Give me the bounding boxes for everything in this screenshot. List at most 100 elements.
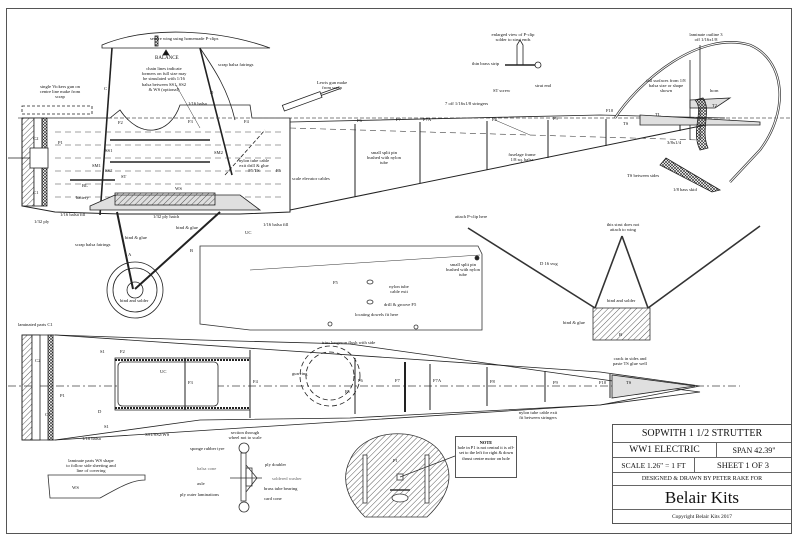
hatch-split-pin-label: small split pin bushed with nylon tube xyxy=(446,262,480,278)
top-f9-label: F9 xyxy=(553,380,558,385)
c1-label: C1 xyxy=(33,190,39,195)
scale: SCALE 1.26" = 1 FT xyxy=(613,458,695,472)
cone-label: balsa cone xyxy=(197,466,217,471)
balance-label: BALANCE xyxy=(155,56,179,61)
longeron-label: trim longeron flush with side xyxy=(322,340,376,345)
top-f4-label: F4 xyxy=(253,379,258,384)
title-row-3: SCALE 1.26" = 1 FT SHEET 1 OF 3 xyxy=(613,458,791,473)
attach-pclip-label: attach P-clip here xyxy=(455,214,488,219)
bearing-label: brass tube bearing xyxy=(264,486,298,491)
designer: DESIGNED & DRAWN BY PETER RAKE FOR xyxy=(613,473,791,486)
strut-b-label: B xyxy=(190,248,194,253)
former-p1-label: P1 xyxy=(393,458,398,463)
fuselage-frame-label: fuselage frame 1/8 sq. balsa xyxy=(508,152,536,163)
elevator-cables-label: scale elevator cables xyxy=(292,176,330,181)
ss2-label: SS2 xyxy=(105,168,113,173)
top-f7-label: F7 xyxy=(395,378,400,383)
battery-label: battery xyxy=(76,195,89,200)
t2-label: T2 xyxy=(712,103,718,108)
top-c2-label: C2 xyxy=(35,358,41,363)
top-ts-label: TS xyxy=(626,380,632,385)
split-pin-label: small split pin bushed with nylon tube xyxy=(367,150,401,166)
uc-label: UC xyxy=(245,230,252,235)
strut-bind-glue-label: bind & glue xyxy=(563,320,585,325)
hatch-dowels-label: locating dowels fit here xyxy=(355,312,399,317)
lewis-gun-note: Lewis gun make from scrap xyxy=(316,80,348,91)
top-nylon-label: nylon tube cable exit fit between string… xyxy=(518,410,558,421)
crack-label: crack in sides and paste TS glue well xyxy=(613,356,647,367)
p1-note-title: NOTE xyxy=(479,440,493,445)
f10-label: F10 xyxy=(606,108,614,113)
wing-note: secure wing using homemade P-clips xyxy=(150,36,219,41)
fairings-label: scrap balsa fairings xyxy=(218,62,254,67)
nylon-tube-label: nylon tube cable exit drill & glue F5/TS xyxy=(238,158,270,174)
laminated-c1-label: laminated parts C1 xyxy=(18,322,53,327)
top-f8-label: F8 xyxy=(490,379,495,384)
ply-hatch-label: 1/32 ply hatch xyxy=(153,214,180,219)
tyre-label: sponge rubber tyre xyxy=(190,446,225,451)
top-f10-label: F10 xyxy=(599,380,607,385)
model-name: SOPWITH 1 1/2 STRUTTER xyxy=(613,425,791,443)
tl-label: TL xyxy=(655,112,661,117)
p1-note-box: NOTE hole in P1 is not central it is off… xyxy=(455,436,517,478)
top-p1-label: P1 xyxy=(60,393,65,398)
rudder-outline xyxy=(613,41,781,183)
ply-doubler-label: ply doubler xyxy=(265,462,287,467)
ply-outer-label: ply outer laminations xyxy=(180,492,220,497)
side-view xyxy=(8,31,790,319)
title-block: SOPWITH 1 1/2 STRUTTER WW1 ELECTRIC SPAN… xyxy=(612,424,792,524)
pclip-view-note: enlarged view of P-clip solder to strut … xyxy=(491,32,535,43)
strut-not-attach-label: this strut does not attach to wing xyxy=(606,222,640,233)
brand: Belair Kits xyxy=(613,486,791,510)
ws-part xyxy=(47,474,146,499)
f6-label: F6 xyxy=(357,118,362,123)
vickers-note: single Vickers gun on centre line make f… xyxy=(39,84,81,100)
top-s1-label: S1 xyxy=(100,349,105,354)
span: SPAN 42.39" xyxy=(732,445,776,455)
gun-ring-label: gun ring xyxy=(292,371,308,376)
leader-lines xyxy=(175,84,531,271)
top-balsa-label: 1/16 balsa xyxy=(82,436,101,441)
top-d-label: D xyxy=(98,409,102,414)
balsa-116-label: 1/16 balsa xyxy=(188,101,207,106)
bass-skid-label: 1/8 bass skid xyxy=(673,187,697,192)
bind-glue-label: bind & glue xyxy=(176,225,198,230)
washer-label: soldered washer xyxy=(272,476,302,481)
bind-solder-label: bind and solder xyxy=(120,298,149,303)
st-screw-label: ST screw xyxy=(493,88,511,93)
wheel-title: section through wheel not to scale xyxy=(228,430,262,441)
top-f7a-label: F7A xyxy=(433,378,442,383)
balsa-fill-label: 1/16 balsa fill xyxy=(60,212,86,217)
strut-block-label: B xyxy=(619,332,623,337)
wing-section xyxy=(101,31,271,49)
top-f6-label: F6 xyxy=(358,378,363,383)
scrap-fairings-label: scrap balsa fairings xyxy=(75,242,111,247)
balsa-fill-label-2: 1/16 balsa fill xyxy=(263,222,289,227)
top-uc-label: UC xyxy=(160,369,167,374)
size-label: 3/8x1/4 xyxy=(667,140,682,145)
st-label: ST xyxy=(121,174,127,179)
p1-note-text: hole in P1 is not central it is off-set … xyxy=(457,445,515,461)
bind-glue-label-2: bind & glue xyxy=(125,235,147,240)
f2-label: F2 xyxy=(118,120,123,125)
sm2-label: SM2 xyxy=(214,150,223,155)
ply-132-label: 1/32 ply xyxy=(34,219,50,224)
hatch-drill-label: drill & groove F5 xyxy=(384,302,417,307)
strut-c-label: C xyxy=(104,86,108,91)
f7a-label: F7A xyxy=(423,117,432,122)
brass-strip-label: thin brass strip xyxy=(472,61,500,66)
f9-label: F9 xyxy=(553,116,558,121)
category: WW1 ELECTRIC xyxy=(613,443,717,457)
c2-label: C2 xyxy=(33,136,39,141)
chain-note: chain lines indicate formers on full siz… xyxy=(141,66,187,92)
ts-between-label: TS between sides xyxy=(627,173,660,178)
hatch-f5-label: F5 xyxy=(333,280,338,285)
card-cone-label: card cone xyxy=(264,496,282,501)
strut-a-label: A xyxy=(128,252,132,257)
former-p1 xyxy=(345,433,456,518)
top-view xyxy=(8,334,740,441)
copyright: Copyright Belair Kits 2017 xyxy=(671,513,733,520)
horn-label: horn xyxy=(710,88,719,93)
p1-label: P1 xyxy=(58,140,63,145)
wire-label: D 16 swg xyxy=(540,261,558,266)
